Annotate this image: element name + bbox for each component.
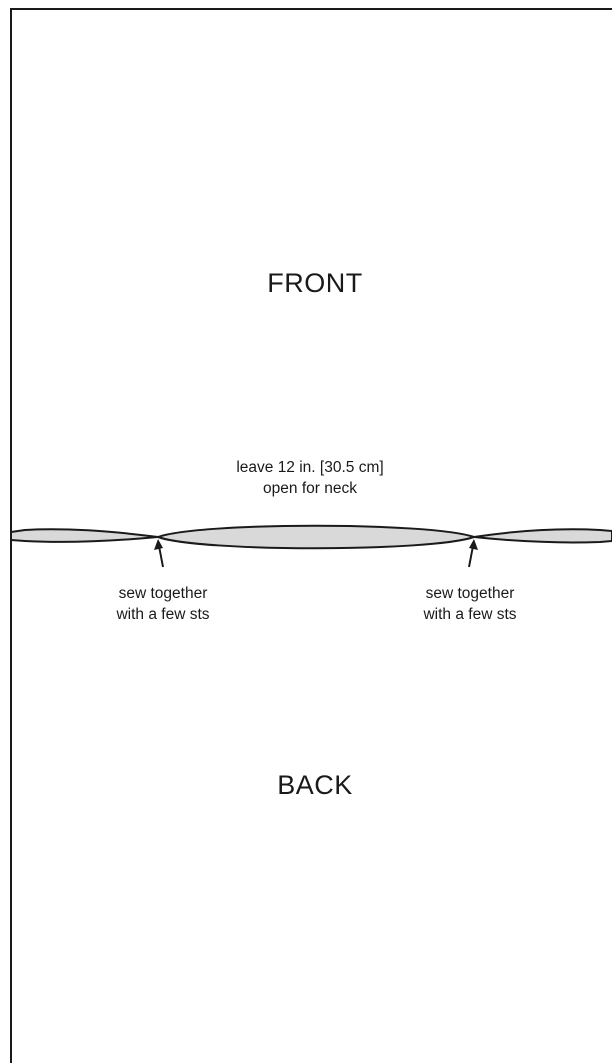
arrow-up-icon xyxy=(468,539,478,568)
neck-note-line-2: open for neck xyxy=(263,480,357,497)
right-seam-note: sew together with a few sts xyxy=(390,583,550,625)
back-label: BACK xyxy=(277,770,353,800)
front-panel-outline xyxy=(10,8,612,532)
right-note-line-2: with a few sts xyxy=(423,606,517,623)
neck-note-line-1: leave 12 in. [30.5 cm] xyxy=(236,459,384,476)
left-note-line-2: with a few sts xyxy=(116,606,210,623)
right-side-opening xyxy=(473,528,612,544)
neck-opening-note: leave 12 in. [30.5 cm] open for neck xyxy=(180,457,440,499)
left-seam-note: sew together with a few sts xyxy=(83,583,243,625)
front-label: FRONT xyxy=(267,268,363,298)
left-side-opening xyxy=(10,528,159,543)
right-note-line-1: sew together xyxy=(425,585,515,602)
neck-opening xyxy=(155,524,478,550)
arrow-up-icon xyxy=(154,539,164,568)
left-note-line-1: sew together xyxy=(118,585,208,602)
